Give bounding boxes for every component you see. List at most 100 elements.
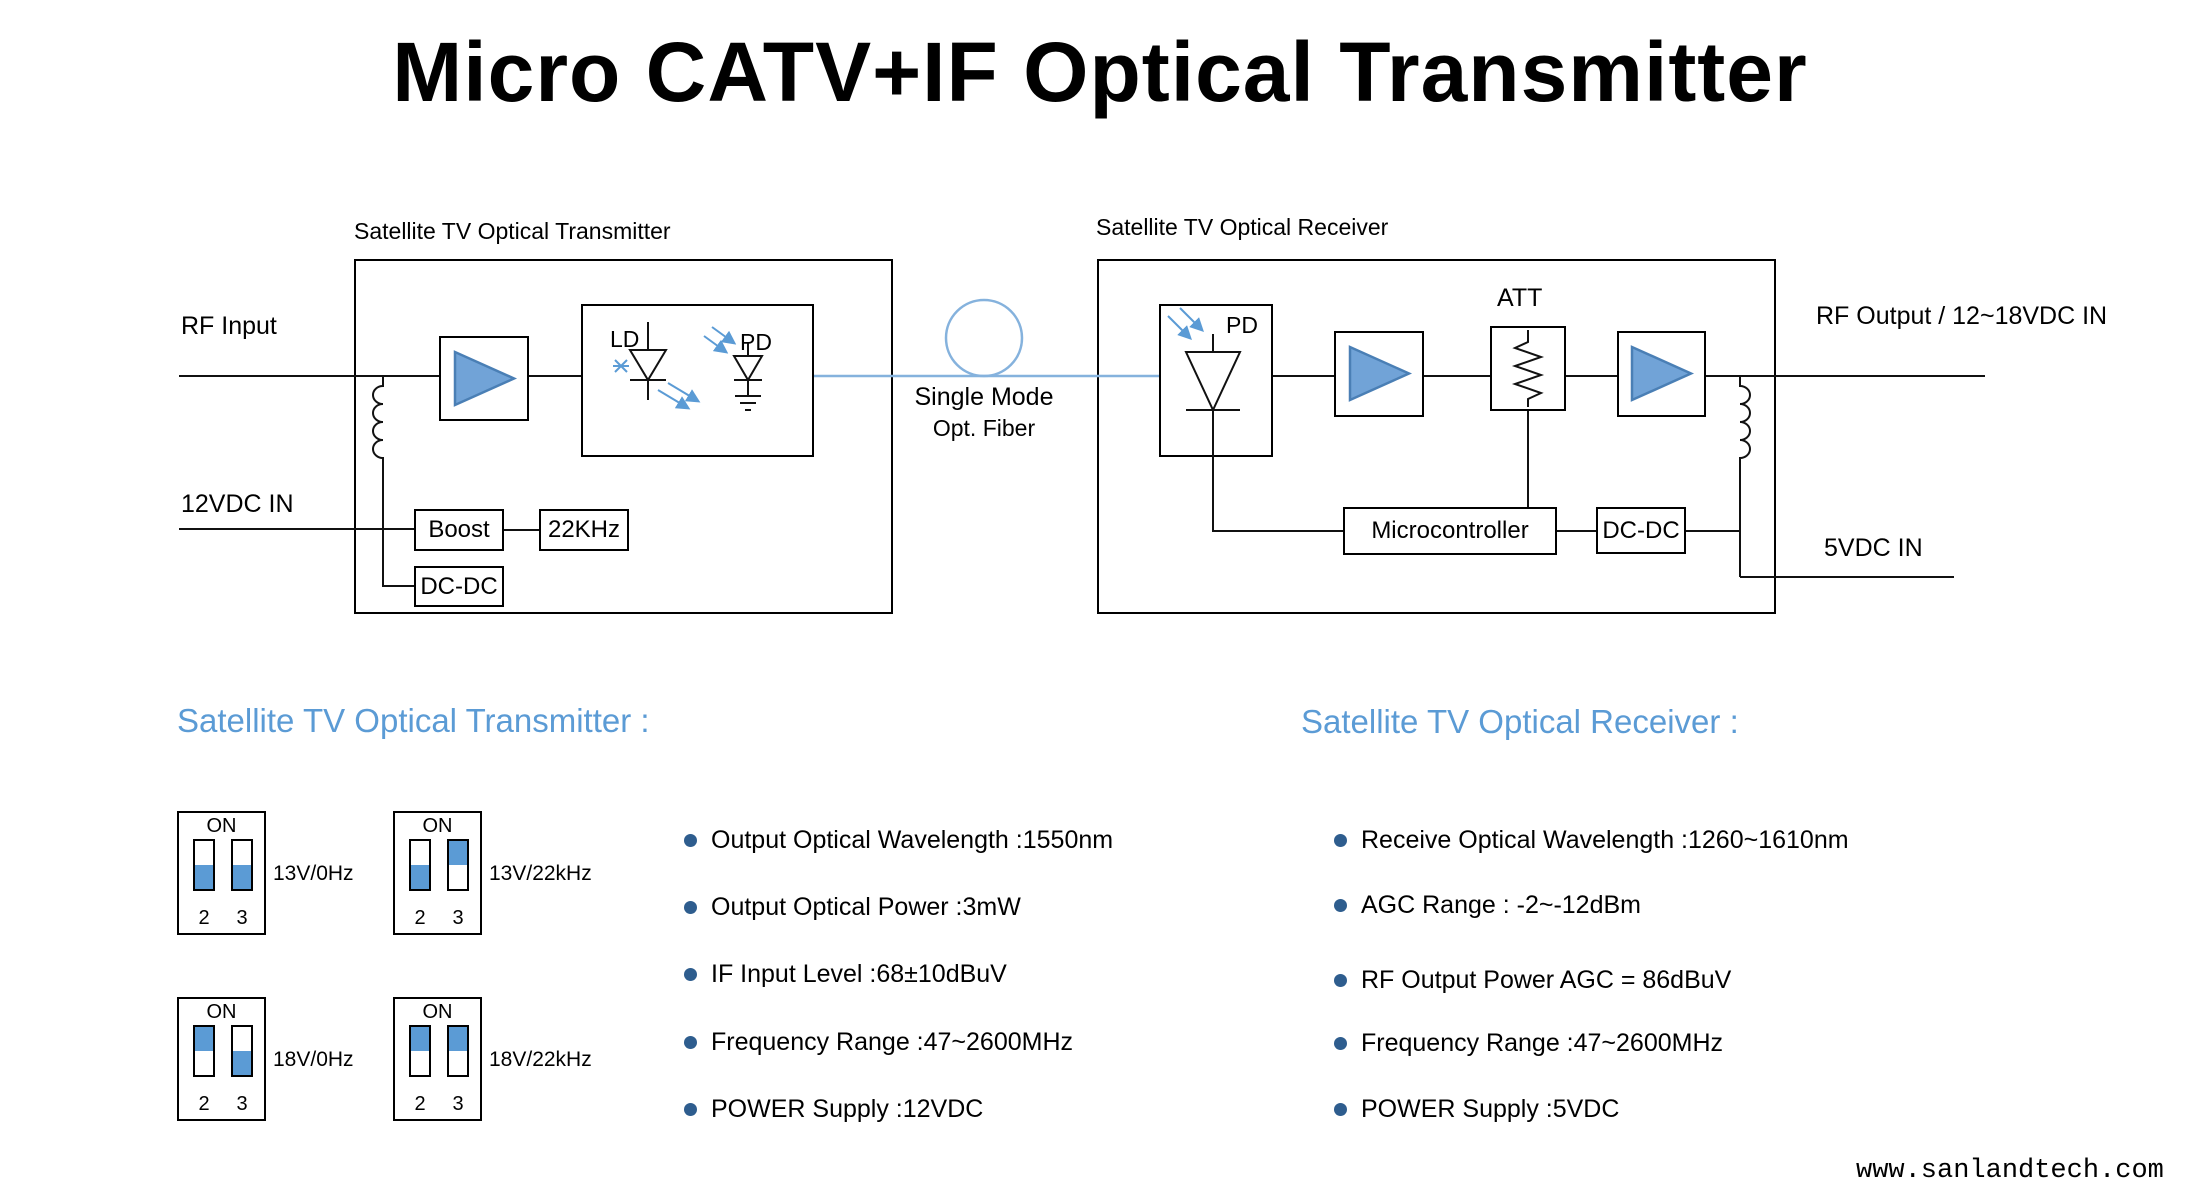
dip-slot <box>231 839 253 891</box>
spec-item: IF Input Level :68±10dBuV <box>684 960 1007 989</box>
tx-dcdc-label: DC-DC <box>420 572 498 600</box>
rf-output-label: RF Output / 12~18VDC IN <box>1816 302 2108 330</box>
dip-on-label: ON <box>206 815 237 837</box>
dip-setting-label: 13V/0Hz <box>273 862 354 885</box>
spec-text: POWER Supply :5VDC <box>1361 1095 1620 1123</box>
spec-text: Frequency Range :47~2600MHz <box>711 1028 1074 1056</box>
dc5-input-label: 5VDC IN <box>1824 534 1923 562</box>
dip-slot-fill <box>449 1027 467 1051</box>
bullet-icon <box>684 1103 697 1116</box>
dip-slot <box>193 1025 215 1077</box>
dip-pin-label: 2 <box>414 907 426 929</box>
dip-slot <box>193 839 215 891</box>
ld-pd-box <box>581 304 814 457</box>
att-label: ATT <box>1497 284 1543 312</box>
tx-block-title: Satellite TV Optical Transmitter <box>354 218 671 244</box>
rx-dcdc-label: DC-DC <box>1602 516 1680 544</box>
bullet-icon <box>684 968 697 981</box>
spec-item: AGC Range : -2~-12dBm <box>1334 891 1641 920</box>
rx-specs-heading: Satellite TV Optical Receiver : <box>1301 703 1739 740</box>
dip-slot-fill <box>411 1027 429 1051</box>
dip-on-label: ON <box>422 815 453 837</box>
spec-item: Output Optical Power :3mW <box>684 893 1021 922</box>
tone-label: 22KHz <box>547 516 621 543</box>
boost-label: Boost <box>428 516 490 543</box>
att-box <box>1490 326 1566 411</box>
tx-specs-heading: Satellite TV Optical Transmitter : <box>177 702 650 739</box>
microcontroller-box: Microcontroller <box>1343 507 1557 555</box>
dip-setting-label: 13V/22kHz <box>489 862 592 885</box>
website-label: www.sanlandtech.com <box>1856 1156 2164 1186</box>
dip-slot <box>231 1025 253 1077</box>
spec-text: POWER Supply :12VDC <box>711 1095 984 1123</box>
page-title: Micro CATV+IF Optical Transmitter <box>392 25 1808 119</box>
tone-box: 22KHz <box>539 509 629 551</box>
spec-text: Output Optical Wavelength :1550nm <box>711 826 1114 854</box>
rx-amp2-box <box>1617 331 1706 417</box>
dip-slot-fill <box>195 865 213 889</box>
tx-amp-box <box>439 336 529 421</box>
bullet-icon <box>684 1036 697 1049</box>
fiber-label-line1: Single Mode <box>914 383 1054 411</box>
dip-slot-fill <box>233 1051 251 1075</box>
bullet-icon <box>684 834 697 847</box>
spec-text: AGC Range : -2~-12dBm <box>1361 891 1641 919</box>
spec-text: Output Optical Power :3mW <box>711 893 1021 921</box>
spec-item: RF Output Power AGC = 86dBuV <box>1334 966 1731 995</box>
rx-block-title: Satellite TV Optical Receiver <box>1096 214 1389 240</box>
dip-switch-13v-0hz: ON 2 3 <box>177 811 266 935</box>
spec-item: POWER Supply :5VDC <box>1334 1095 1619 1124</box>
rx-pd-label: PD <box>1226 312 1258 338</box>
rx-amp1-box <box>1334 331 1424 417</box>
spec-text: RF Output Power AGC = 86dBuV <box>1361 966 1732 994</box>
dip-slot <box>447 839 469 891</box>
dip-on-label: ON <box>206 1001 237 1023</box>
spec-text: Frequency Range :47~2600MHz <box>1361 1029 1724 1057</box>
bullet-icon <box>1334 974 1347 987</box>
dip-pin-label: 3 <box>452 907 464 929</box>
rx-dcdc-box: DC-DC <box>1596 507 1686 554</box>
tx-dcdc-box: DC-DC <box>414 566 504 607</box>
boost-box: Boost <box>414 509 504 551</box>
dip-setting-label: 18V/0Hz <box>273 1048 354 1071</box>
spec-item: Output Optical Wavelength :1550nm <box>684 826 1113 855</box>
bullet-icon <box>684 901 697 914</box>
bullet-icon <box>1334 834 1347 847</box>
tx-outer-box <box>354 259 893 614</box>
spec-text: IF Input Level :68±10dBuV <box>711 960 1007 988</box>
dc12-input-label: 12VDC IN <box>181 490 294 518</box>
spec-item: Frequency Range :47~2600MHz <box>684 1028 1073 1057</box>
dip-switch-18v-22khz: ON 2 3 <box>393 997 482 1121</box>
dip-slot-fill <box>449 841 467 865</box>
dip-slot-fill <box>233 865 251 889</box>
dip-switch-13v-22khz: ON 2 3 <box>393 811 482 935</box>
dip-pin-label: 2 <box>198 907 210 929</box>
dip-pin-label: 3 <box>236 907 248 929</box>
ld-label: LD <box>610 326 640 352</box>
dip-slot <box>447 1025 469 1077</box>
dip-setting-label: 18V/22kHz <box>489 1048 592 1071</box>
fiber-loop-icon <box>944 298 1024 378</box>
dip-pin-label: 3 <box>236 1093 248 1115</box>
dip-slot-fill <box>195 1027 213 1051</box>
dip-slot <box>409 1025 431 1077</box>
spec-text: Receive Optical Wavelength :1260~1610nm <box>1361 826 1849 854</box>
tx-pd-label: PD <box>740 329 772 355</box>
rf-input-label: RF Input <box>181 312 277 340</box>
dip-on-label: ON <box>422 1001 453 1023</box>
dip-pin-label: 2 <box>198 1093 210 1115</box>
fiber-label-line2: Opt. Fiber <box>932 415 1036 441</box>
dip-slot-fill <box>411 865 429 889</box>
spec-item: Frequency Range :47~2600MHz <box>1334 1029 1723 1058</box>
dip-pin-label: 3 <box>452 1093 464 1115</box>
microcontroller-label: Microcontroller <box>1371 517 1529 544</box>
dip-pin-label: 2 <box>414 1093 426 1115</box>
dip-switch-18v-0hz: ON 2 3 <box>177 997 266 1121</box>
rx-outer-box <box>1097 259 1776 614</box>
dip-slot <box>409 839 431 891</box>
bullet-icon <box>1334 899 1347 912</box>
spec-item: Receive Optical Wavelength :1260~1610nm <box>1334 826 1849 855</box>
bullet-icon <box>1334 1037 1347 1050</box>
bullet-icon <box>1334 1103 1347 1116</box>
